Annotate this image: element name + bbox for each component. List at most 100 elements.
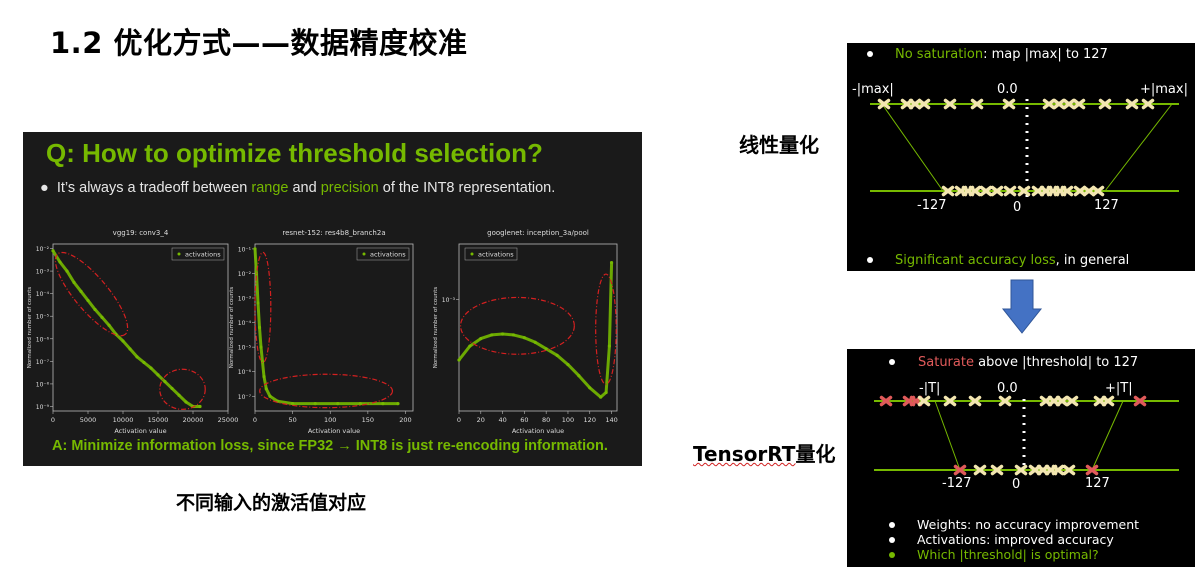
x-marker	[1101, 395, 1115, 407]
data-point	[262, 375, 266, 379]
bullet-precision: precision	[320, 180, 379, 196]
y-tick-label: 10⁻⁶	[238, 369, 252, 376]
data-point	[156, 373, 160, 377]
x-tick-label: 60	[520, 416, 528, 424]
bullet-text-mid: and	[288, 180, 321, 196]
data-point	[607, 344, 611, 348]
x-tick-label: 40	[498, 416, 506, 424]
x-axis-label: Activation value	[308, 427, 360, 435]
zero-int-label: 0	[1013, 200, 1021, 215]
x-marker	[1062, 464, 1076, 476]
x-tick-label: 150	[362, 416, 374, 424]
data-point	[58, 260, 62, 264]
x-tick-label: 0	[253, 416, 257, 424]
bullet-range: range	[251, 180, 289, 196]
zero-int-label: 0	[1012, 477, 1020, 492]
legend-box	[171, 247, 225, 261]
x-tick-label: 20	[477, 416, 485, 424]
y-tick-label: 10⁻⁸	[36, 381, 50, 388]
x-tick-label: 100	[324, 416, 336, 424]
data-point	[135, 355, 139, 359]
data-point	[604, 390, 608, 395]
y-tick-label: 10⁻⁶	[36, 336, 50, 343]
bullet-dot-icon: ●	[40, 180, 57, 196]
bullet-text-pre: It’s always a tradeoff between	[56, 180, 252, 196]
down-arrow-icon	[1001, 279, 1043, 334]
x-marker	[1003, 185, 1017, 197]
x-tick-label: 200	[399, 416, 411, 424]
zero-fp-label: 0.0	[997, 82, 1018, 97]
x-marker	[990, 185, 1004, 197]
x-marker	[917, 395, 931, 407]
x-tick-label: 140	[605, 416, 617, 424]
x-marker	[1017, 185, 1031, 197]
x-marker	[1062, 98, 1076, 110]
x-tick-label: 80	[542, 416, 550, 424]
x-marker	[943, 98, 957, 110]
neg-127-label: -127	[942, 476, 972, 491]
data-point	[468, 344, 472, 348]
data-point	[163, 380, 167, 384]
data-point	[588, 386, 592, 390]
data-point	[566, 363, 570, 367]
x-marker	[943, 395, 957, 407]
x-tick-label: 15000	[148, 416, 169, 424]
zero-fp-label: 0.0	[997, 381, 1018, 396]
x-marker	[998, 395, 1012, 407]
data-point	[93, 307, 97, 312]
data-point	[177, 393, 181, 397]
data-point	[259, 345, 263, 349]
x-marker	[1065, 395, 1079, 407]
highlight-ellipse	[259, 373, 394, 409]
x-marker	[1051, 464, 1065, 476]
y-axis-label: Normalized number of counts	[229, 287, 235, 369]
x-axis-label: Activation value	[512, 427, 564, 435]
y-axis-label: Normalized number of counts	[27, 287, 33, 369]
accuracy-loss-line: Significant accuracy loss, in general	[895, 253, 1129, 268]
x-marker	[941, 185, 955, 197]
data-point	[142, 360, 146, 365]
x-marker	[1073, 185, 1087, 197]
x-marker	[953, 464, 967, 476]
x-marker	[1060, 185, 1074, 197]
x-marker	[968, 185, 982, 197]
y-tick-label: 10⁻⁴	[36, 291, 50, 298]
map-line-right	[1091, 400, 1124, 471]
y-tick-label: 10⁻¹	[238, 246, 252, 253]
data-point	[100, 315, 104, 319]
data-point	[490, 333, 494, 337]
data-point	[533, 340, 537, 344]
data-point	[79, 289, 83, 293]
x-tick-label: 120	[584, 416, 596, 424]
x-tick-label: 100	[562, 416, 574, 424]
series-band	[51, 250, 200, 408]
legend-marker	[177, 252, 181, 256]
tensorrt-word: TensorRT	[693, 442, 796, 466]
data-point	[184, 400, 188, 404]
data-point	[256, 301, 260, 305]
x-marker	[1082, 185, 1096, 197]
data-point	[264, 387, 268, 391]
data-point	[268, 394, 272, 398]
x-marker	[1072, 98, 1086, 110]
data-point	[65, 269, 69, 273]
legend-label: activations	[370, 251, 406, 259]
data-point	[396, 402, 400, 406]
data-point	[51, 249, 55, 253]
y-tick-label: 10⁻⁷	[238, 394, 252, 401]
fp-value-markers	[877, 98, 1155, 110]
data-point	[72, 280, 76, 284]
x-marker	[979, 185, 993, 197]
highlight-ellipse	[459, 296, 575, 355]
no-sat-line1: No saturation: map |max| to 127	[895, 47, 1108, 62]
optimal-threshold-question: Which |threshold| is optimal?	[917, 547, 1099, 562]
activations-note: Activations: improved accuracy	[917, 532, 1114, 547]
x-marker	[1014, 464, 1028, 476]
legend-label: activations	[478, 251, 514, 259]
x-marker	[1125, 98, 1139, 110]
legend-label: activations	[185, 251, 221, 259]
y-axis-label: Normalized number of counts	[433, 287, 439, 369]
x-marker	[908, 98, 922, 110]
